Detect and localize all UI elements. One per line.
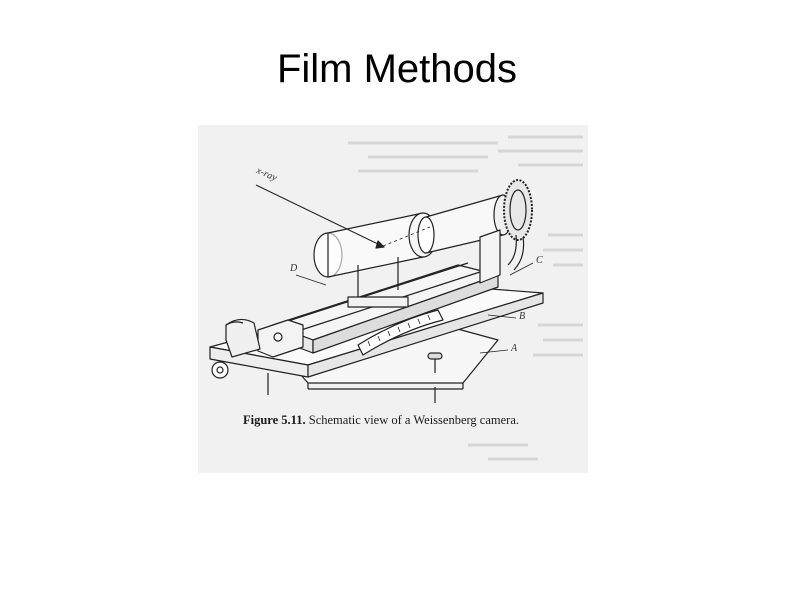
xray-beam bbox=[255, 184, 381, 246]
support-column-c bbox=[479, 229, 501, 284]
label-a: A bbox=[511, 343, 518, 354]
label-d: D bbox=[290, 263, 298, 274]
angle-dial bbox=[357, 309, 444, 356]
label-c: C bbox=[536, 255, 543, 266]
weissenberg-camera-drawing bbox=[209, 135, 583, 461]
label-b: B bbox=[519, 311, 526, 322]
left-knob bbox=[211, 361, 229, 379]
bleed-through-lines bbox=[348, 135, 583, 461]
caption-text: Schematic view of a Weissenberg camera. bbox=[308, 413, 520, 427]
gear-wheel bbox=[503, 179, 533, 241]
figure-caption: Figure 5.11. Schematic view of a Weissen… bbox=[243, 413, 519, 428]
film-cylinder-d bbox=[327, 212, 424, 278]
thumb-screw bbox=[427, 352, 443, 360]
slide-title: Film Methods bbox=[276, 47, 518, 91]
caption-number: Figure 5.11. bbox=[243, 413, 306, 427]
scanned-figure: x-ray D C B A Figure 5.11. Schematic vie… bbox=[198, 125, 588, 473]
